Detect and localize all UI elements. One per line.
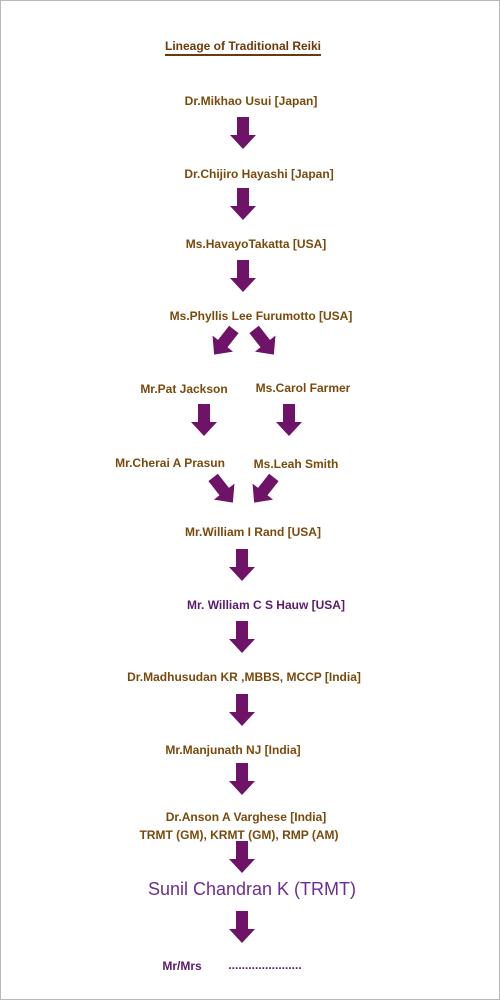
arrow-madhusudan-manjunath: [229, 694, 255, 726]
arrow-sunil-mrmrs: [229, 911, 255, 943]
node-hayashi: Dr.Chijiro Hayashi [Japan]: [184, 167, 334, 181]
node-takatta: Ms.HavayoTakatta [USA]: [185, 237, 327, 251]
arrow-usui-hayashi: [230, 117, 256, 149]
node-sunil: Sunil Chandran K (TRMT): [147, 879, 357, 899]
node-varghese: Dr.Anson A Varghese [India]: [165, 810, 327, 824]
arrow-varghese-sunil: [229, 841, 255, 873]
arrow-smith-rand: [252, 473, 279, 503]
arrow-hauw-madhusudan: [229, 621, 255, 653]
node-prasun: Mr.Cherai A Prasun: [115, 456, 225, 470]
arrow-furumotto-jackson: [212, 325, 239, 355]
node-farmer: Ms.Carol Farmer: [255, 381, 351, 395]
arrow-hayashi-takatta: [230, 188, 256, 220]
node-varghese-titles: TRMT (GM), KRMT (GM), RMP (AM): [139, 828, 339, 842]
node-hauw: Mr. William C S Hauw [USA]: [187, 598, 345, 612]
arrow-rand-hauw: [229, 549, 255, 581]
arrow-furumotto-farmer: [249, 325, 276, 355]
diagram-title: Lineage of Traditional Reiki: [164, 39, 322, 56]
arrow-farmer-smith: [276, 404, 302, 436]
node-rand: Mr.William I Rand [USA]: [185, 525, 321, 539]
node-jackson: Mr.Pat Jackson: [140, 382, 228, 396]
node-manjunath: Mr.Manjunath NJ [India]: [165, 743, 301, 757]
arrow-takatta-furumotto: [230, 260, 256, 292]
node-blank: ......................: [228, 958, 302, 972]
node-furumotto: Ms.Phyllis Lee Furumotto [USA]: [169, 309, 353, 323]
arrow-prasun-rand: [208, 473, 235, 503]
node-usui: Dr.Mikhao Usui [Japan]: [184, 94, 318, 108]
node-smith: Ms.Leah Smith: [253, 457, 339, 471]
node-madhusudan: Dr.Madhusudan KR ,MBBS, MCCP [India]: [127, 670, 361, 684]
arrow-jackson-prasun: [191, 404, 217, 436]
node-mrmrs: Mr/Mrs: [162, 959, 202, 973]
arrow-manjunath-varghese: [229, 763, 255, 795]
